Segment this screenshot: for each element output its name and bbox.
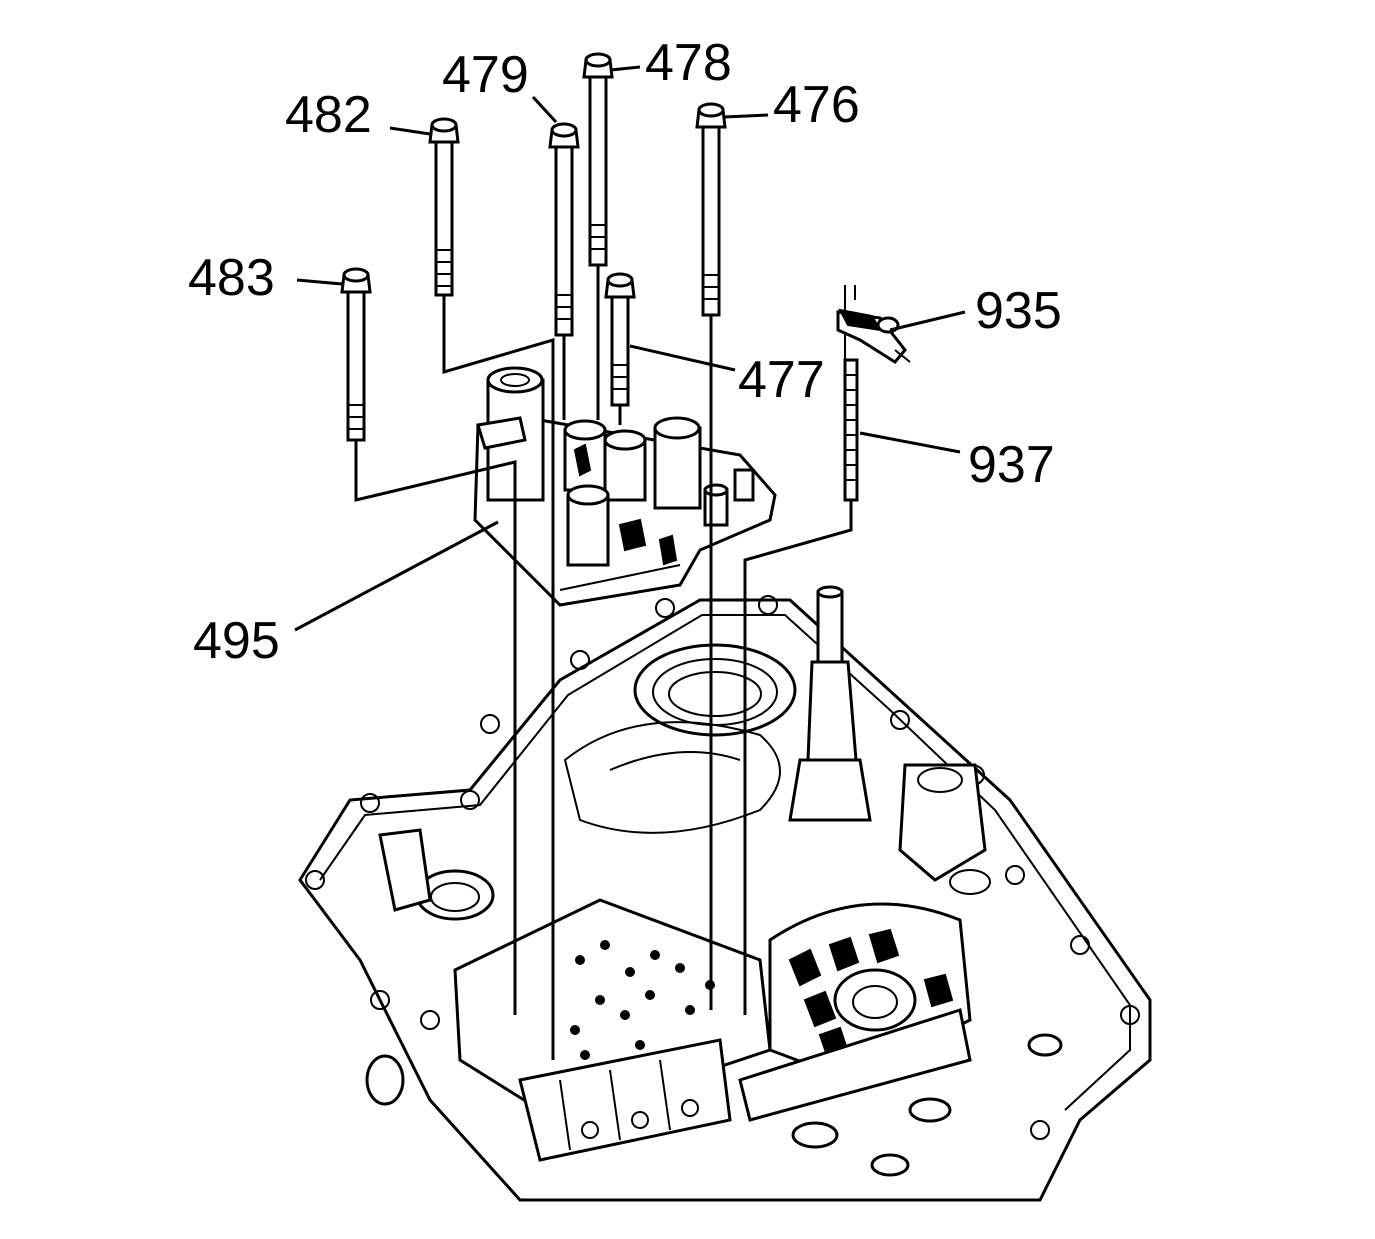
- callout-479: 479: [442, 46, 529, 104]
- manual-shaft: [788, 585, 872, 822]
- case-bore: [563, 643, 797, 834]
- callout-478: 478: [645, 34, 732, 92]
- transmission-case: [298, 585, 1152, 1202]
- bolt-483: [340, 267, 372, 442]
- callout-482: 482: [285, 86, 372, 144]
- flange-bolt-holes: [305, 595, 1140, 1140]
- alignment-lines: [354, 265, 853, 1060]
- case-bosses: [365, 1033, 1063, 1177]
- left-bearing: [378, 828, 495, 921]
- callout-labels: 482 479 478 476 483 935 477 937 495: [188, 34, 1062, 670]
- valve-body-front: [518, 1008, 972, 1162]
- bolt-482: [428, 117, 460, 297]
- bolt-479: [548, 122, 580, 337]
- bolt-477: [604, 272, 636, 407]
- solenoid-body-assembly: [473, 366, 777, 607]
- bracket-935: [836, 285, 911, 364]
- detent-bracket: [898, 763, 991, 895]
- bolt-476: [695, 102, 727, 317]
- pin-937: [843, 358, 859, 502]
- callout-495: 495: [193, 612, 280, 670]
- callout-476: 476: [773, 76, 860, 134]
- callout-leaders: [294, 65, 966, 632]
- callout-937: 937: [968, 436, 1055, 494]
- callout-935: 935: [975, 282, 1062, 340]
- callout-483: 483: [188, 249, 275, 307]
- bolt-478: [582, 52, 614, 267]
- callout-477: 477: [738, 351, 825, 409]
